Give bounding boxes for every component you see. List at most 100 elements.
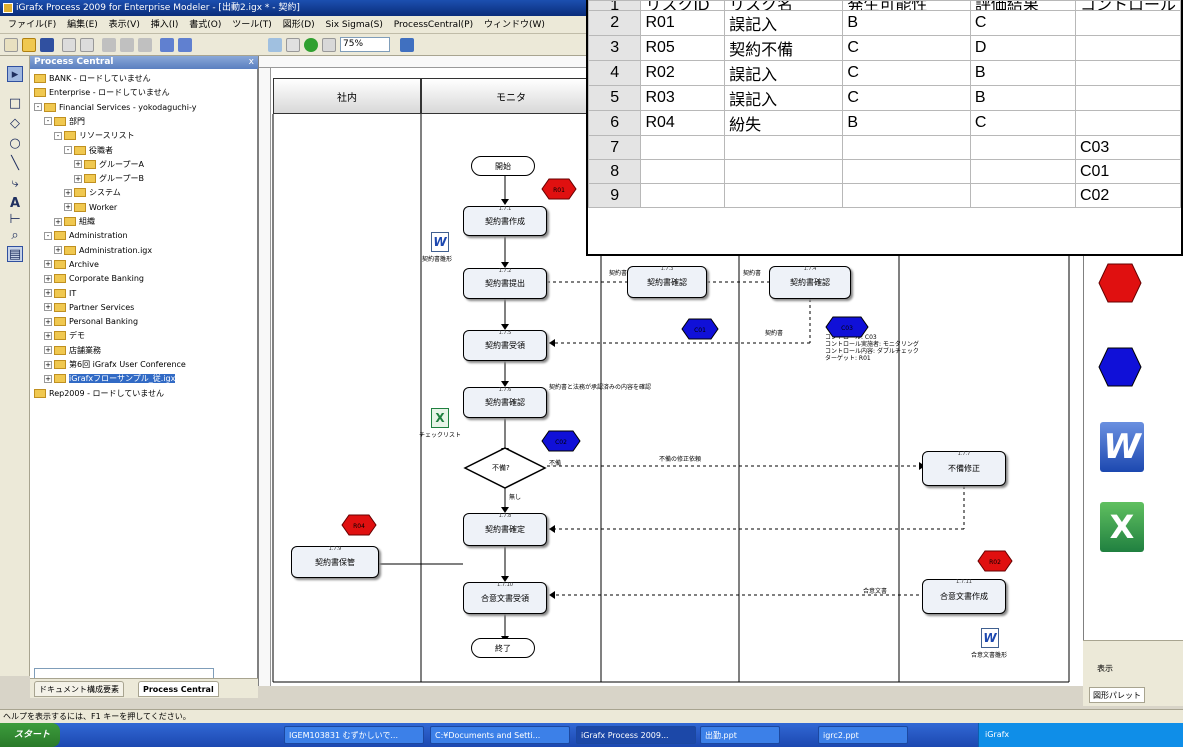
connector-icon[interactable] — [268, 38, 282, 52]
tree-item[interactable]: -Administration — [44, 229, 128, 242]
menu-insert[interactable]: 挿入(I) — [150, 20, 179, 30]
table-cell[interactable]: C — [842, 85, 971, 111]
bracket-tool-icon[interactable]: ⊢ — [9, 212, 21, 227]
table-cell[interactable] — [842, 135, 971, 160]
expand-icon[interactable]: + — [54, 246, 62, 255]
copy-icon[interactable] — [120, 38, 134, 52]
tree-item[interactable]: +Corporate Banking — [44, 272, 144, 285]
open-icon[interactable] — [22, 38, 36, 52]
expand-icon[interactable]: + — [44, 260, 52, 269]
table-cell[interactable] — [969, 135, 1076, 160]
table-cell[interactable]: 契約不備 — [724, 35, 844, 61]
tree-item[interactable]: +Archive — [44, 258, 99, 271]
zoom-combo[interactable]: 75% — [340, 37, 390, 52]
excel-document-icon[interactable]: X — [431, 408, 449, 428]
table-cell[interactable]: B — [969, 60, 1076, 86]
tree-item[interactable]: +Personal Banking — [44, 315, 138, 328]
menu-sixsigma[interactable]: Six Sigma(S) — [325, 20, 383, 30]
table-cell[interactable] — [1074, 85, 1181, 111]
tree-item[interactable]: +IT — [44, 287, 76, 300]
rectangle-tool-icon[interactable]: □ — [8, 96, 22, 111]
table-cell[interactable]: R01 — [640, 10, 726, 36]
end-terminator[interactable]: 終了 — [471, 638, 535, 658]
table-cell[interactable]: C — [969, 110, 1076, 136]
tree-item[interactable]: -部門 — [44, 115, 85, 128]
tree-item[interactable]: +システム — [64, 186, 121, 199]
table-cell[interactable]: B — [842, 110, 971, 136]
word-document-icon[interactable]: W — [431, 232, 449, 252]
menu-shape[interactable]: 図形(D) — [282, 20, 315, 30]
table-cell[interactable]: 紛失 — [724, 110, 844, 136]
word-shape-icon[interactable]: W — [1100, 422, 1144, 472]
tab-shape-palette[interactable]: 図形パレット — [1089, 687, 1145, 703]
table-cell[interactable]: C03 — [1074, 135, 1181, 160]
table-cell[interactable]: R05 — [640, 35, 726, 61]
collapse-icon[interactable]: - — [34, 103, 42, 112]
expand-icon[interactable]: + — [44, 374, 52, 383]
zoom-tool-icon[interactable]: ⌕ — [11, 228, 19, 243]
table-cell[interactable]: D — [969, 35, 1076, 61]
table-cell[interactable] — [724, 135, 844, 160]
connector-tool-icon[interactable]: ⤷ — [11, 176, 19, 191]
expand-icon[interactable]: + — [44, 289, 52, 297]
collapse-icon[interactable]: - — [44, 231, 52, 240]
table-cell[interactable] — [969, 159, 1076, 184]
go-icon[interactable] — [304, 38, 318, 52]
menu-format[interactable]: 書式(O) — [189, 20, 222, 30]
print-icon[interactable] — [62, 38, 76, 52]
tree-item[interactable]: +デモ — [44, 329, 85, 342]
menu-view[interactable]: 表示(V) — [108, 20, 140, 30]
tree-item[interactable]: +グループーA — [74, 158, 144, 171]
risk-tag[interactable]: R04 — [341, 514, 377, 536]
expand-icon[interactable]: + — [44, 331, 52, 340]
expand-icon[interactable]: + — [44, 303, 52, 312]
table-cell[interactable] — [1074, 60, 1181, 86]
table-cell[interactable] — [1074, 10, 1181, 36]
table-cell[interactable]: C01 — [1074, 159, 1181, 184]
risk-shape-icon[interactable] — [1098, 262, 1142, 304]
tree-item[interactable]: -リソースリスト — [54, 129, 135, 142]
expand-icon[interactable]: + — [44, 360, 52, 369]
tree-item[interactable]: +iGrafxフローサンプル_従.igx — [44, 372, 176, 385]
palette-view-label[interactable]: 表示 — [1097, 664, 1113, 673]
table-cell[interactable]: C02 — [1074, 183, 1181, 208]
close-icon[interactable]: x — [248, 57, 254, 67]
taskbar-item[interactable]: IGEM103831 むずかしいで... — [284, 726, 424, 744]
line-tool-icon[interactable]: ╲ — [11, 156, 19, 171]
table-cell[interactable]: C — [842, 60, 971, 86]
ellipse-tool-icon[interactable]: ○ — [9, 136, 21, 151]
tree-item[interactable]: +グループーB — [74, 172, 144, 185]
menu-window[interactable]: ウィンドウ(W) — [484, 20, 545, 30]
table-cell[interactable] — [842, 159, 971, 184]
tab-process-central[interactable]: Process Central — [138, 681, 219, 697]
table-cell[interactable] — [724, 183, 844, 208]
expand-icon[interactable]: + — [54, 217, 62, 226]
table-cell[interactable] — [640, 159, 726, 184]
tree-item[interactable]: +Partner Services — [44, 301, 134, 314]
table-cell[interactable]: B — [969, 85, 1076, 111]
redo-icon[interactable] — [178, 38, 192, 52]
table-cell[interactable]: C — [969, 10, 1076, 36]
expand-icon[interactable]: + — [64, 188, 72, 197]
control-shape-icon[interactable] — [1098, 346, 1142, 388]
table-cell[interactable] — [724, 159, 844, 184]
risk-tag[interactable]: R02 — [977, 550, 1013, 572]
taskbar-item[interactable]: C:¥Documents and Setti... — [430, 726, 570, 744]
expand-icon[interactable]: + — [44, 317, 52, 326]
tree-item[interactable]: +Administration.igx — [54, 244, 152, 257]
tree-item[interactable]: +組織 — [54, 215, 95, 228]
new-icon[interactable] — [4, 38, 18, 52]
risk-tag[interactable]: R01 — [541, 178, 577, 200]
collapse-icon[interactable]: - — [64, 146, 72, 154]
control-tag[interactable]: C03 — [825, 316, 869, 338]
taskbar-item-active[interactable]: iGrafx Process 2009... — [576, 726, 696, 744]
table-cell[interactable]: R04 — [640, 110, 726, 136]
collapse-icon[interactable]: - — [54, 131, 62, 140]
menu-processcentral[interactable]: ProcessCentral(P) — [393, 20, 474, 30]
table-cell[interactable]: 誤記入 — [724, 85, 844, 111]
